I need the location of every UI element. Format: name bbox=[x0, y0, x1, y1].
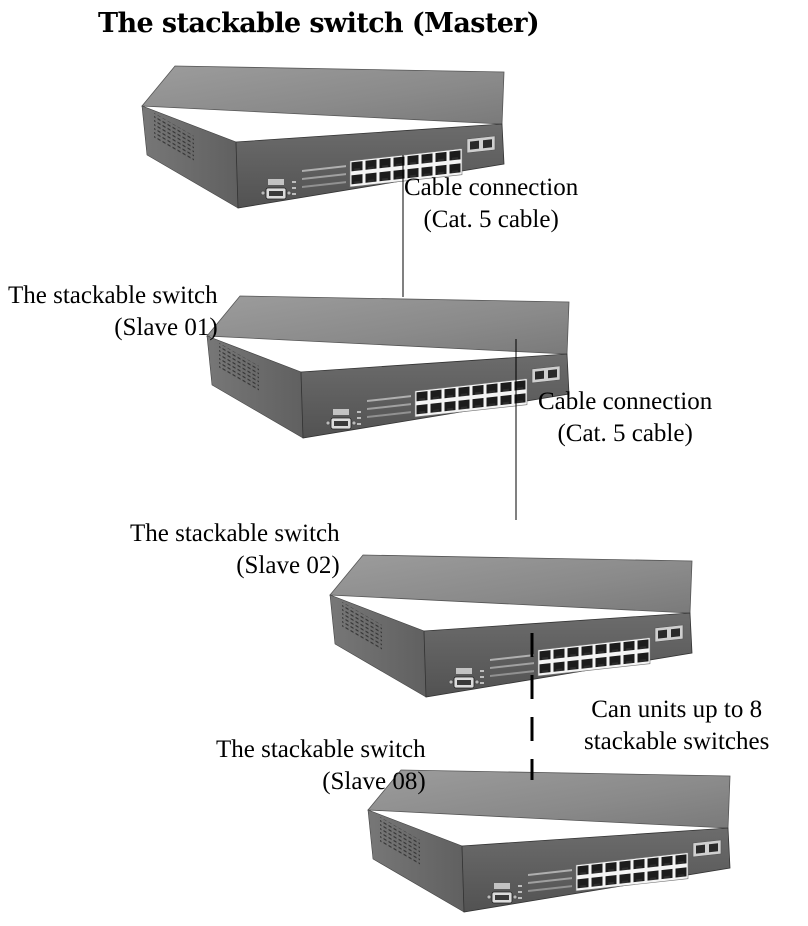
cable-connection-1-label: Cable connection (Cat. 5 cable) bbox=[404, 174, 579, 233]
stack-limit-label: Can units up to 8 stackable switches bbox=[584, 696, 770, 755]
slave-02-label: The stackable switch (Slave 02) bbox=[130, 520, 340, 579]
slave-01-switch-image bbox=[206, 295, 570, 439]
slave-02-switch-image bbox=[329, 554, 693, 698]
slave-01-label: The stackable switch (Slave 01) bbox=[8, 282, 218, 341]
master-switch-title: The stackable switch (Master) bbox=[98, 8, 540, 39]
cable-connection-2-label: Cable connection (Cat. 5 cable) bbox=[538, 388, 713, 447]
slave-08-label: The stackable switch (Slave 08) bbox=[216, 736, 426, 795]
